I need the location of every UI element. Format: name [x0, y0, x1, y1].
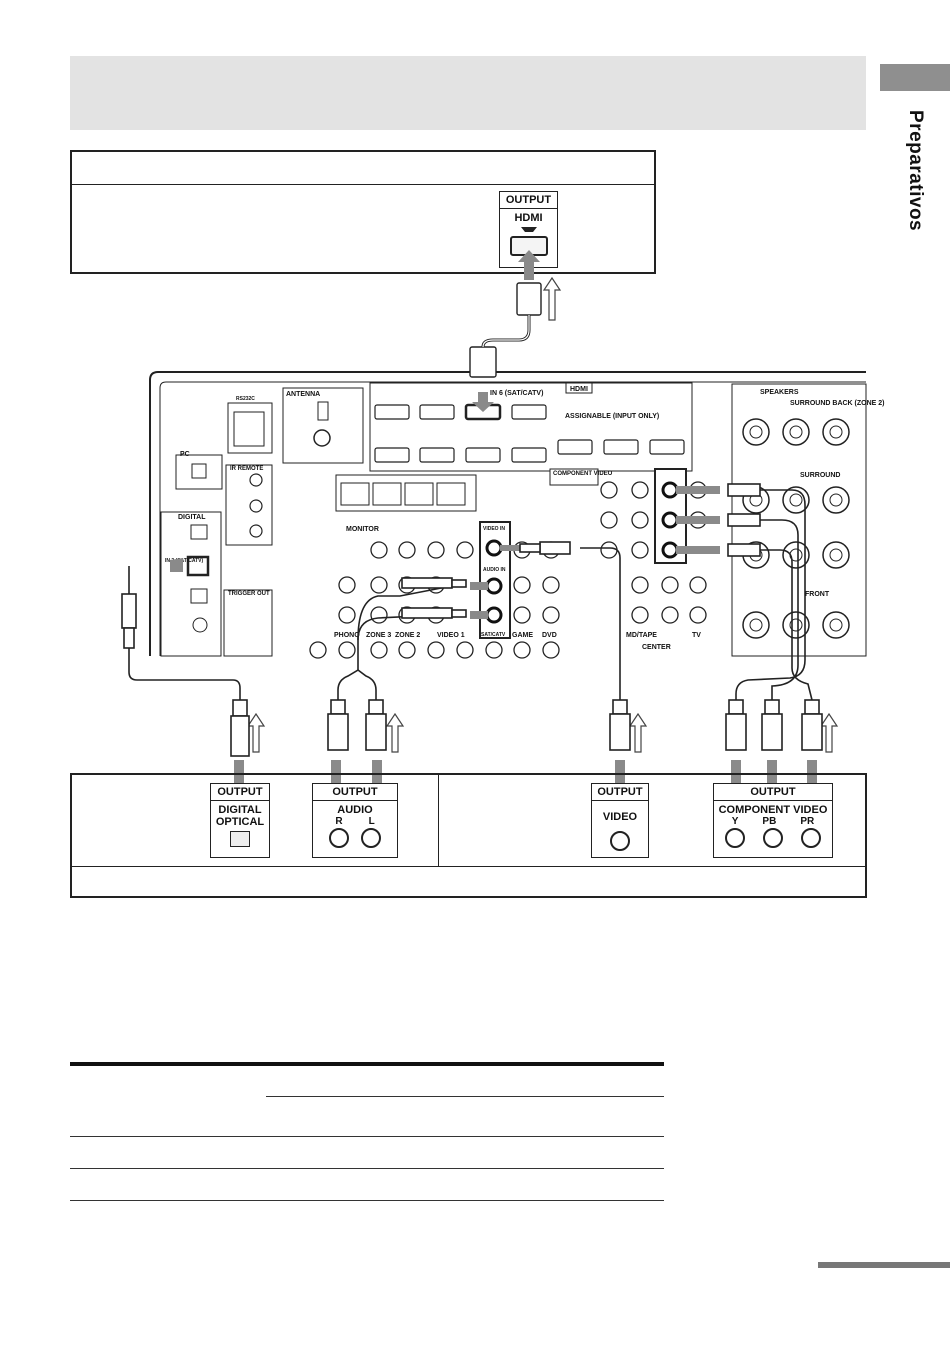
- audio-output-label: OUTPUT: [313, 784, 397, 801]
- bottom-devices-box: [70, 773, 867, 898]
- svg-text:VIDEO 1: VIDEO 1: [437, 632, 465, 639]
- table-top-rule: [70, 1062, 664, 1066]
- video-output-block: OUTPUT VIDEO: [591, 783, 649, 858]
- audio-jack-l-label: L: [368, 816, 375, 827]
- component-y-jack: [725, 828, 745, 848]
- component-video-output-label: OUTPUT: [714, 784, 832, 801]
- audio-cables: [327, 577, 467, 751]
- audio-name: AUDIO: [337, 804, 373, 816]
- component-video-name: COMPONENT VIDEO: [718, 804, 828, 816]
- receiver-trigger-out-label: TRIGGER OUT: [228, 591, 270, 597]
- component-video-output-block: OUTPUT COMPONENT VIDEO Y PB PR: [713, 783, 833, 858]
- receiver-zone-labels: PHONO ZONE 3 ZONE 2 VIDEO 1 GAME DVD MD/…: [334, 632, 701, 639]
- component-jack-pb-label: PB: [762, 816, 777, 827]
- video-output-label: OUTPUT: [592, 784, 648, 801]
- component-jack-y-label: Y: [731, 816, 739, 827]
- receiver-antenna-label: ANTENNA: [286, 391, 320, 398]
- receiver-speakers-label: SPEAKERS: [760, 389, 799, 396]
- component-cables: [725, 483, 823, 751]
- receiver-hdmi-in6-label: IN 6 (SAT/CATV): [490, 390, 543, 397]
- receiver-hdmi-label: HDMI: [570, 386, 588, 393]
- section-tab-marker: [880, 64, 950, 91]
- audio-output-block: OUTPUT AUDIO R L: [312, 783, 398, 858]
- receiver-rs232c-label: RS232C: [236, 396, 255, 402]
- component-jack-pr-label: PR: [800, 816, 815, 827]
- table-header-rule: [266, 1096, 664, 1097]
- table-row-rule: [70, 1168, 664, 1169]
- optical-port: [230, 831, 250, 847]
- digital-optical-output-label: OUTPUT: [211, 784, 269, 801]
- audio-jack-r-label: R: [335, 816, 343, 827]
- continued-bar: [818, 1262, 950, 1268]
- receiver-front-label: FRONT: [805, 591, 830, 598]
- optical-cable: [121, 566, 250, 757]
- receiver-video-in-label: VIDEO IN: [483, 526, 505, 532]
- digital-optical-output-block: OUTPUT DIGITAL OPTICAL: [210, 783, 270, 858]
- svg-text:ZONE 2: ZONE 2: [395, 632, 420, 639]
- digital-optical-name: DIGITAL OPTICAL: [215, 804, 265, 828]
- video-jack: [610, 831, 630, 851]
- receiver-assignable-label: ASSIGNABLE (INPUT ONLY): [565, 413, 659, 420]
- hdmi-connector-label: HDMI: [514, 212, 543, 224]
- svg-text:PHONO: PHONO: [334, 632, 360, 639]
- receiver-satcatv-label: SAT/CATV: [481, 632, 506, 638]
- svg-text:DVD: DVD: [542, 632, 557, 639]
- receiver-center-label: CENTER: [642, 644, 671, 651]
- table-bottom-rule: [70, 1200, 664, 1201]
- video-name: VIDEO: [602, 811, 638, 823]
- hdmi-cable: [469, 282, 542, 378]
- receiver-component-video-label: COMPONENT VIDEO: [553, 471, 613, 477]
- receiver-surround-back-label: SURROUND BACK (ZONE 2): [790, 400, 885, 407]
- receiver-pc-label: PC: [180, 451, 190, 458]
- audio-l-jack: [361, 828, 381, 848]
- table-row-rule: [70, 1136, 664, 1137]
- receiver-audio-in-label: AUDIO IN: [483, 567, 506, 573]
- svg-text:TV: TV: [692, 632, 701, 639]
- svg-text:GAME: GAME: [512, 632, 533, 639]
- hdmi-source-device: [70, 150, 656, 274]
- svg-text:ZONE 3: ZONE 3: [366, 632, 391, 639]
- video-cable: [519, 541, 631, 751]
- svg-text:MD/TAPE: MD/TAPE: [626, 632, 657, 639]
- audio-r-jack: [329, 828, 349, 848]
- component-pb-jack: [763, 828, 783, 848]
- receiver-ir-remote-label: IR REMOTE: [230, 466, 263, 472]
- receiver-digital-in2-label: IN 2 (SAT/CATV): [165, 558, 203, 564]
- component-pr-jack: [801, 828, 821, 848]
- receiver-digital-label: DIGITAL: [178, 514, 206, 521]
- receiver-surround-label: SURROUND: [800, 472, 840, 479]
- hdmi-output-label: OUTPUT: [500, 192, 557, 209]
- header-band: [70, 56, 866, 130]
- section-side-label: Preparativos: [905, 110, 926, 232]
- receiver-monitor-label: MONITOR: [346, 526, 379, 533]
- direction-arrows: [246, 276, 839, 753]
